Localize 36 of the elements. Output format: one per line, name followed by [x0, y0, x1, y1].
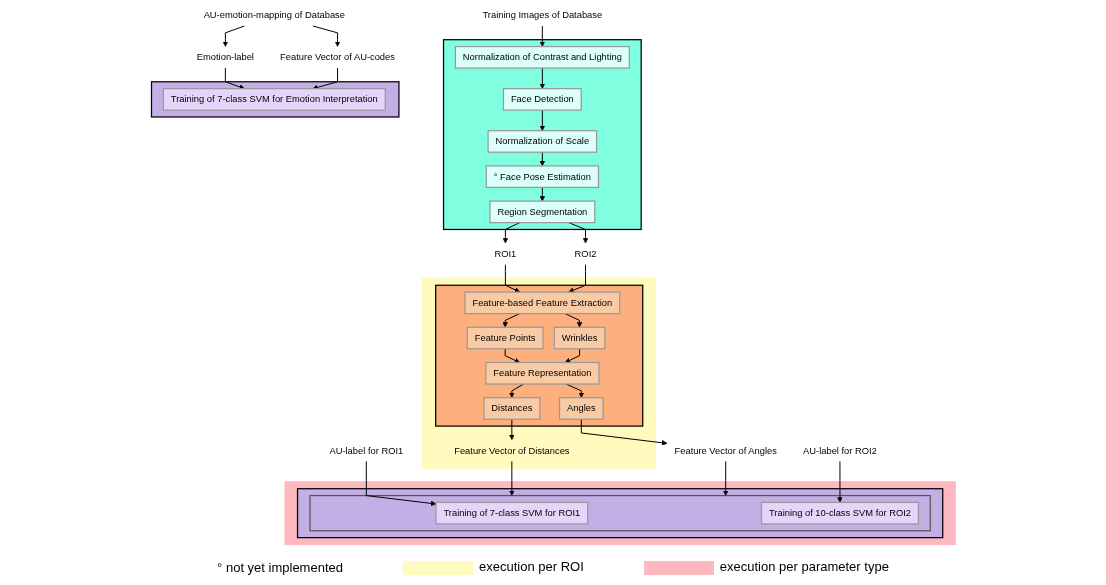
cluster [434, 284, 643, 427]
node-box: Training of 7-class SVM for Emotion Interpretation [162, 87, 386, 111]
cluster [150, 80, 400, 118]
node-text: Feature Vector of Distances [453, 444, 570, 455]
node-box: Face Detection [502, 87, 582, 111]
cluster [284, 480, 956, 545]
cluster [442, 38, 642, 230]
node-text: Feature Vector of AU-codes [279, 51, 395, 62]
cluster [296, 487, 943, 538]
node-box: Region Segmentation [488, 200, 596, 223]
node-box: Normalization of Contrast and Lighting [454, 45, 630, 69]
node-text: Training Images of Database [482, 8, 602, 20]
node-box: Feature Representation [484, 361, 600, 385]
node-text: Emotion-label [196, 51, 254, 62]
legend-label: execution per parameter type [719, 559, 889, 575]
node-text: AU-emotion-mapping of Database [203, 8, 345, 20]
node-box: Training of 7-class SVM for ROI1 [435, 501, 588, 525]
node-text: ROI1 [494, 247, 516, 259]
arrow [312, 25, 340, 47]
node-box: ° Face Pose Estimation [485, 164, 599, 188]
node-text: AU-label for ROI2 [802, 444, 877, 455]
node-box: Normalization of Scale [487, 129, 597, 153]
node-box: Feature Points [466, 326, 544, 349]
node-box: Wrinkles [553, 326, 606, 349]
cluster [421, 277, 656, 469]
node-box: Angles [558, 396, 604, 420]
arrow [539, 186, 545, 201]
node-text: Feature Vector of Angles [674, 444, 777, 455]
legend-label: execution per ROI [479, 559, 584, 575]
cluster [309, 494, 931, 531]
node-text: AU-label for ROI1 [329, 444, 403, 455]
node-box: Feature-based Feature Extraction [464, 290, 620, 314]
footnote: ° not yet implemented [217, 559, 343, 575]
node-box: Training of 10-class SVM for ROI2 [760, 501, 919, 525]
node-box: Distances [482, 396, 541, 420]
node-text: ROI2 [574, 247, 597, 259]
